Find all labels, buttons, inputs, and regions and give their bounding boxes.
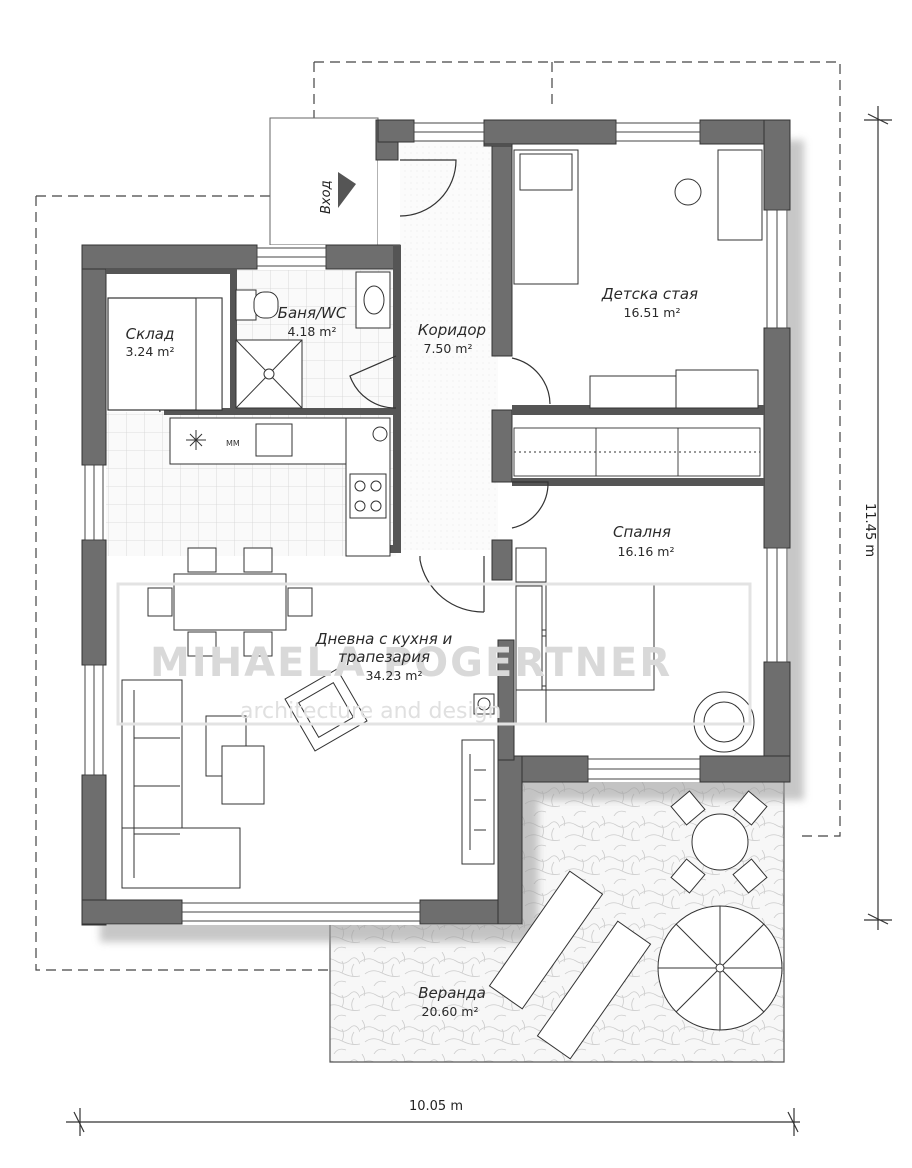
sofa xyxy=(121,679,265,889)
bedroom-armchair xyxy=(693,691,755,753)
watermark-line1: MIHAELA POGERTNER xyxy=(150,640,672,686)
bed xyxy=(515,547,655,725)
tv-unit xyxy=(461,693,495,865)
veranda-table xyxy=(670,790,768,894)
label-storage-name: Склад xyxy=(126,325,175,343)
label-corridor-area: 7.50 m² xyxy=(424,341,473,356)
dimension-width: 10.05 m xyxy=(66,1099,800,1136)
label-bath-area: 4.18 m² xyxy=(288,324,337,339)
wardrobe xyxy=(513,427,761,477)
watermark-line2: architecture and design xyxy=(240,699,501,724)
interior-walls xyxy=(106,245,764,553)
label-storage-area: 3.24 m² xyxy=(126,344,175,359)
watermark: MIHAELA POGERTNER architecture and desig… xyxy=(116,582,752,726)
bathroom-fixtures xyxy=(235,271,391,409)
storage-shelf xyxy=(107,297,223,411)
windows xyxy=(84,122,788,922)
entrance-label: Вход xyxy=(319,180,334,214)
label-kids-area: 16.51 m² xyxy=(624,305,681,320)
toilet-icon xyxy=(235,289,257,321)
label-living-name: Дневна с кухня и xyxy=(315,630,453,648)
walls xyxy=(81,119,791,926)
dimension-height-label: 11.45 m xyxy=(862,503,877,557)
label-living-name2: трапезария xyxy=(338,648,430,666)
dimension-width-label: 10.05 m xyxy=(409,1099,463,1114)
dimension-height: 11.45 m xyxy=(862,106,892,930)
kids-room-furniture xyxy=(513,149,763,409)
label-bedroom-name: Спалня xyxy=(613,523,671,541)
label-veranda-name: Веранда xyxy=(418,984,486,1002)
label-bedroom-area: 16.16 m² xyxy=(618,544,675,559)
umbrella-icon xyxy=(657,905,783,1031)
room-labels: Склад 3.24 m² Баня/WC 4.18 m² Коридор 7.… xyxy=(126,285,699,1019)
sun-loungers xyxy=(488,870,652,1060)
label-living-area: 34.23 m² xyxy=(366,668,423,683)
label-kids-name: Детска стая xyxy=(601,285,698,303)
site-outline xyxy=(35,61,841,971)
appliance-label: MM xyxy=(226,439,240,448)
label-corridor-name: Коридор xyxy=(418,321,486,339)
label-veranda-area: 20.60 m² xyxy=(422,1004,479,1019)
entrance-arrow-icon: Вход xyxy=(319,172,356,214)
label-bath-name: Баня/WC xyxy=(278,304,347,322)
kitchen: MM xyxy=(169,417,391,557)
desk-chair-icon xyxy=(674,178,702,206)
